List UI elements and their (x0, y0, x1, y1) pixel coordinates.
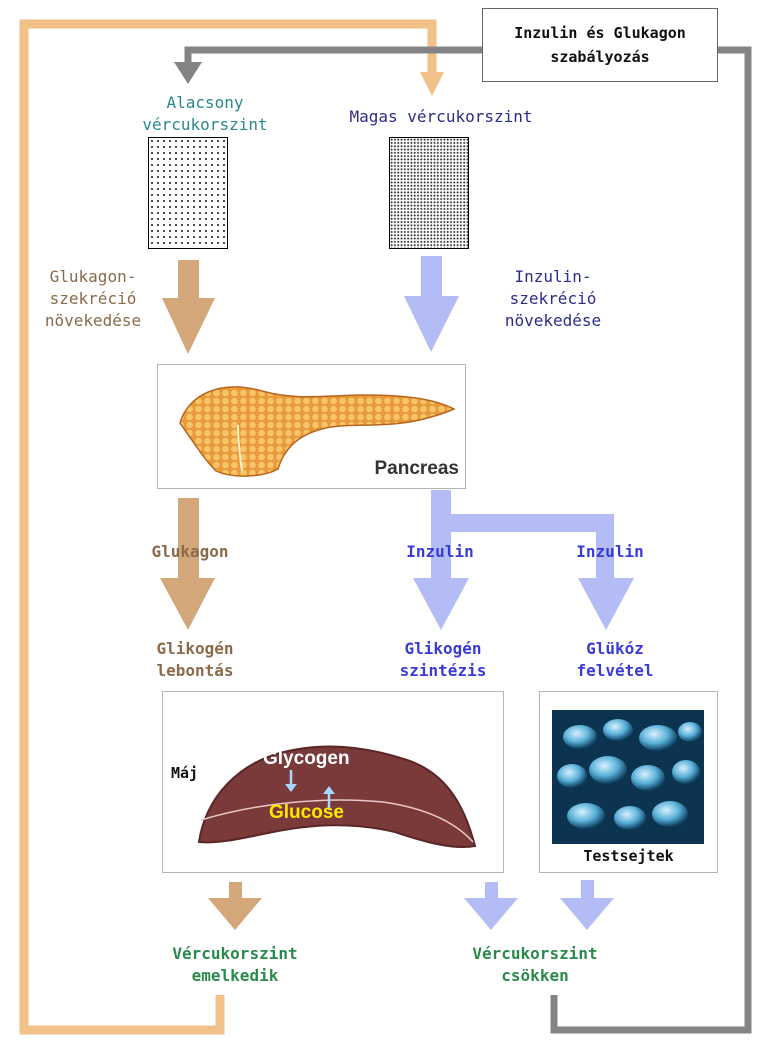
title-box: Inzulin és Glukagon szabályozás (482, 8, 718, 82)
diagram-title: Inzulin és Glukagon szabályozás (514, 24, 686, 66)
insulin-arrow-branch (431, 514, 613, 532)
insulin-label-synthesis: Inzulin (406, 542, 474, 561)
cells-output-arrowhead (560, 898, 614, 930)
insulin-label-uptake: Inzulin (576, 542, 644, 561)
insulin-arrow-stem (431, 490, 451, 580)
insulin-secretion-label: Inzulin- szekréció növekedése (504, 267, 602, 330)
pancreas-label: Pancreas (374, 458, 459, 479)
liver-box: Máj Glycogen Glucose (162, 691, 504, 873)
insulin-secretion-arrowhead (404, 296, 459, 352)
glucagon-secretion-label: Glukagon- szekréció növekedése (44, 267, 142, 330)
liver-image (197, 745, 477, 849)
feedback-line-top (184, 46, 482, 66)
high-sugar-blood-box (389, 137, 469, 249)
feedback-arrowhead-fall (174, 62, 202, 84)
glucagon-arrowhead (160, 578, 215, 630)
high-sugar-label: Magas vércukorszint (349, 107, 533, 126)
insulin-arrow-right (596, 514, 614, 580)
cells-label: Testsejtek (583, 847, 674, 865)
feedback-line-rise (19, 19, 437, 1035)
feedback-arrowhead-rise (420, 72, 444, 96)
sugar-falls-label: Vércukorszint csökken (472, 944, 598, 985)
liver-glycogen-label: Glycogen (263, 748, 350, 769)
liver-label: Máj (171, 764, 199, 782)
liver-glucose-label: Glucose (269, 802, 344, 823)
low-sugar-label: Alacsony vércukorszint (142, 93, 268, 134)
feedback-line-fall (550, 46, 752, 1034)
cells-output-arrow (581, 880, 594, 900)
glycogen-breakdown-label: Glikogén lebontás (156, 639, 234, 680)
glucagon-label: Glukagon (151, 542, 229, 561)
glucagon-secretion-arrow (178, 260, 199, 300)
insulin-secretion-arrow (421, 256, 442, 298)
glucagon-arrow (178, 498, 199, 580)
liver-output-arrowhead (208, 898, 262, 930)
cells-box: Testsejtek (539, 691, 718, 873)
glucagon-secretion-arrowhead (162, 298, 215, 354)
insulin-arrowhead-right (578, 578, 634, 630)
sugar-rises-label: Vércukorszint emelkedik (172, 944, 298, 985)
cells-image (552, 710, 704, 844)
glucose-uptake-label: Glükóz felvétel (576, 639, 654, 680)
pancreas-box: Pancreas (157, 364, 466, 489)
synthesis-output-arrow (485, 882, 498, 900)
synthesis-output-arrowhead (464, 898, 518, 930)
liver-output-arrow (229, 882, 242, 900)
glycogen-synthesis-label: Glikogén szintézis (399, 639, 487, 680)
low-sugar-blood-box (148, 137, 228, 249)
insulin-arrowhead-left (413, 578, 469, 630)
pancreas-image (179, 386, 456, 477)
